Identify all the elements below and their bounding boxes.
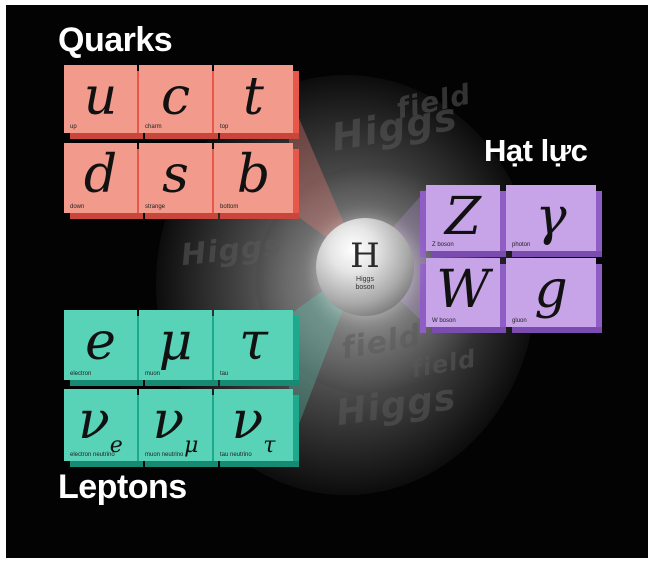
leptons-title: Leptons <box>58 468 187 506</box>
quark-caption: bottom <box>220 204 239 210</box>
quark-symbol: c <box>160 67 191 127</box>
lepton-caption: electron neutrino <box>70 452 115 458</box>
boson-caption: photon <box>512 242 531 248</box>
quark-caption: down <box>70 204 85 210</box>
lepton-tile-tau: τ tau <box>214 310 299 386</box>
lepton-caption: tau neutrino <box>220 452 252 458</box>
higgs-boson-sphere: H Higgs boson <box>316 218 414 316</box>
boson-caption: Z boson <box>432 242 454 248</box>
quark-tile-charm: c charm <box>139 65 218 139</box>
quark-symbol: u <box>83 67 118 127</box>
boson-caption: gluon <box>512 318 527 324</box>
higgs-caption-line1: Higgs <box>356 276 374 283</box>
lepton-tile-tau-neutrino: ντ tau neutrino <box>214 389 299 467</box>
lepton-symbol: νe <box>78 391 123 458</box>
lepton-symbol: νμ <box>152 391 199 458</box>
boson-symbol: γ <box>535 187 567 247</box>
lepton-symbol: μ <box>158 312 193 372</box>
lepton-tile-muon: μ muon <box>139 310 218 386</box>
quark-caption: up <box>70 124 77 130</box>
lepton-caption: muon <box>145 371 161 377</box>
quark-symbol: s <box>162 145 189 205</box>
quark-caption: charm <box>145 124 162 130</box>
quark-tile-down: d down <box>64 143 143 219</box>
quark-symbol: d <box>83 145 118 205</box>
lepton-tile-electron-neutrino: νe electron neutrino <box>64 389 143 467</box>
quark-symbol: t <box>243 67 264 127</box>
quark-tile-up: u up <box>64 65 143 139</box>
standard-model-diagram: Higgs field Higgs field Higgs field Quar… <box>6 5 648 558</box>
boson-tile-w: W W boson <box>420 258 506 333</box>
quark-tile-top: t top <box>214 65 299 139</box>
boson-symbol: W <box>436 260 490 320</box>
quark-tile-strange: s strange <box>139 143 218 219</box>
quark-caption: top <box>220 124 229 130</box>
boson-tile-z: Z Z boson <box>420 185 506 257</box>
lepton-caption: muon neutrino <box>145 452 184 458</box>
lepton-caption: tau <box>220 371 229 377</box>
quarks-title: Quarks <box>58 21 173 59</box>
beam-quarks <box>289 95 361 263</box>
lepton-symbol: τ <box>239 312 268 372</box>
quark-caption: strange <box>145 204 166 210</box>
boson-tile-gluon: g gluon <box>506 258 602 333</box>
force-particles-title: Hạt lực <box>484 133 588 168</box>
boson-symbol: g <box>534 260 568 320</box>
boson-symbol: Z <box>444 187 482 247</box>
higgs-symbol: H <box>350 236 380 276</box>
lepton-symbol: ντ <box>231 391 276 458</box>
lepton-tile-muon-neutrino: νμ muon neutrino <box>139 389 218 467</box>
lepton-tile-electron: e electron <box>64 310 143 386</box>
boson-caption: W boson <box>432 318 456 324</box>
lepton-caption: electron <box>70 371 92 377</box>
quark-symbol: b <box>236 145 271 205</box>
higgs-caption-line2: boson <box>355 284 375 291</box>
boson-tile-photon: γ photon <box>506 185 602 257</box>
quark-tile-bottom: b bottom <box>214 143 299 219</box>
higgs-caption: Higgs boson <box>316 276 414 292</box>
lepton-symbol: e <box>85 312 116 372</box>
